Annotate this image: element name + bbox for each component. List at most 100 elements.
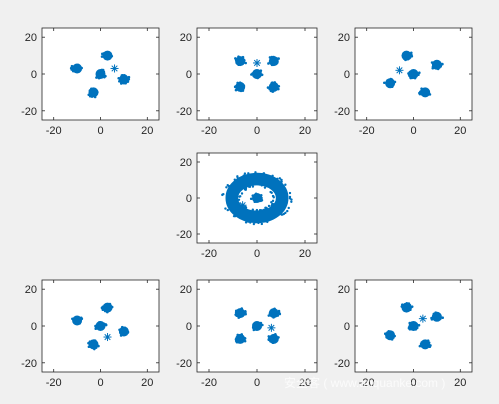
cluster-point — [69, 66, 73, 70]
ring-point — [286, 209, 289, 213]
ring-point — [263, 220, 267, 223]
cluster-point — [412, 69, 416, 73]
cluster-point — [418, 344, 422, 348]
cluster-point — [87, 341, 90, 345]
y-tick-label: 0 — [31, 69, 37, 81]
ring-point — [270, 200, 273, 204]
cluster-point — [277, 309, 281, 313]
cluster-point — [105, 57, 108, 60]
centroid-asterisk — [267, 323, 276, 332]
cluster-point — [387, 78, 390, 82]
cluster-point — [438, 314, 442, 318]
cluster-point — [430, 316, 433, 320]
cluster-5 — [233, 81, 246, 93]
x-tick-label: 20 — [454, 377, 466, 389]
cluster-1 — [407, 69, 421, 80]
cluster-point — [242, 84, 246, 88]
cluster-point — [253, 327, 256, 331]
cluster-point — [106, 310, 109, 314]
cluster-point — [427, 343, 430, 347]
cluster-2 — [401, 50, 414, 62]
ring-point — [276, 177, 279, 181]
cluster-point — [92, 87, 95, 91]
cluster-3 — [430, 59, 444, 71]
y-tick-label: 0 — [31, 321, 37, 333]
ring-point — [254, 171, 257, 174]
cluster-point — [71, 317, 74, 321]
cluster-point — [94, 346, 98, 349]
cluster-point — [119, 329, 123, 333]
cluster-point — [434, 311, 437, 315]
cluster-point — [417, 73, 420, 77]
cluster-point — [96, 90, 99, 94]
cluster-point — [403, 52, 407, 55]
cluster-point — [260, 73, 264, 77]
cluster-point — [259, 194, 262, 198]
cluster-point — [271, 90, 275, 93]
y-tick-label: -20 — [334, 358, 350, 370]
cluster-point — [251, 72, 254, 75]
cluster-point — [237, 316, 241, 319]
center-cluster — [249, 192, 264, 204]
y-tick-label: 0 — [186, 193, 192, 205]
cluster-point — [278, 312, 282, 316]
cluster-point — [108, 302, 112, 306]
cluster-point — [240, 340, 244, 344]
cluster-2 — [267, 55, 280, 67]
centroid-asterisk — [395, 66, 404, 75]
x-tick-label: -20 — [46, 377, 62, 389]
ring-point — [248, 185, 252, 189]
cluster-5 — [87, 339, 100, 351]
cluster-point — [253, 200, 257, 204]
cluster-point — [109, 305, 113, 308]
cluster-point — [405, 301, 409, 305]
cluster-core — [268, 81, 279, 92]
ring-point — [271, 199, 275, 203]
cluster-point — [117, 76, 120, 80]
ring-point — [263, 208, 267, 211]
cluster-point — [266, 86, 270, 89]
ring-point — [243, 174, 246, 177]
x-tick-label: -20 — [201, 248, 217, 260]
cluster-point — [74, 321, 77, 325]
centroid-asterisk — [238, 201, 247, 210]
ring-point — [260, 184, 263, 187]
cluster-point — [439, 65, 442, 68]
cluster-point — [393, 334, 396, 338]
cluster-point — [80, 66, 83, 70]
ring-point — [269, 190, 272, 194]
cluster-point — [276, 314, 280, 317]
cluster-point — [254, 70, 257, 74]
cluster-point — [89, 92, 92, 95]
cluster-point — [383, 81, 386, 85]
cluster-point — [407, 302, 411, 305]
ring-point — [271, 174, 274, 177]
y-tick-label: 0 — [344, 321, 350, 333]
cluster-point — [267, 62, 270, 65]
ring-point — [287, 206, 290, 210]
cluster-point — [431, 65, 435, 69]
cluster-point — [409, 308, 412, 312]
asterisk-stroke — [239, 202, 246, 209]
cluster-point — [410, 53, 413, 57]
cluster-point — [408, 327, 412, 331]
cluster-point — [433, 61, 436, 65]
cluster-4 — [266, 81, 281, 93]
cluster-point — [434, 317, 437, 321]
ring-point — [266, 220, 269, 224]
cluster-point — [254, 75, 258, 79]
cluster-point — [261, 323, 264, 327]
cluster-point — [272, 62, 276, 65]
cluster-point — [267, 335, 271, 338]
ring-point — [251, 185, 255, 188]
cluster-point — [401, 305, 404, 308]
cluster-5 — [418, 87, 432, 98]
y-tick-label: 20 — [338, 284, 350, 296]
ring-point — [244, 206, 248, 209]
cluster-point — [87, 345, 91, 349]
cluster-1 — [407, 321, 421, 331]
y-tick-label: -20 — [176, 358, 192, 370]
